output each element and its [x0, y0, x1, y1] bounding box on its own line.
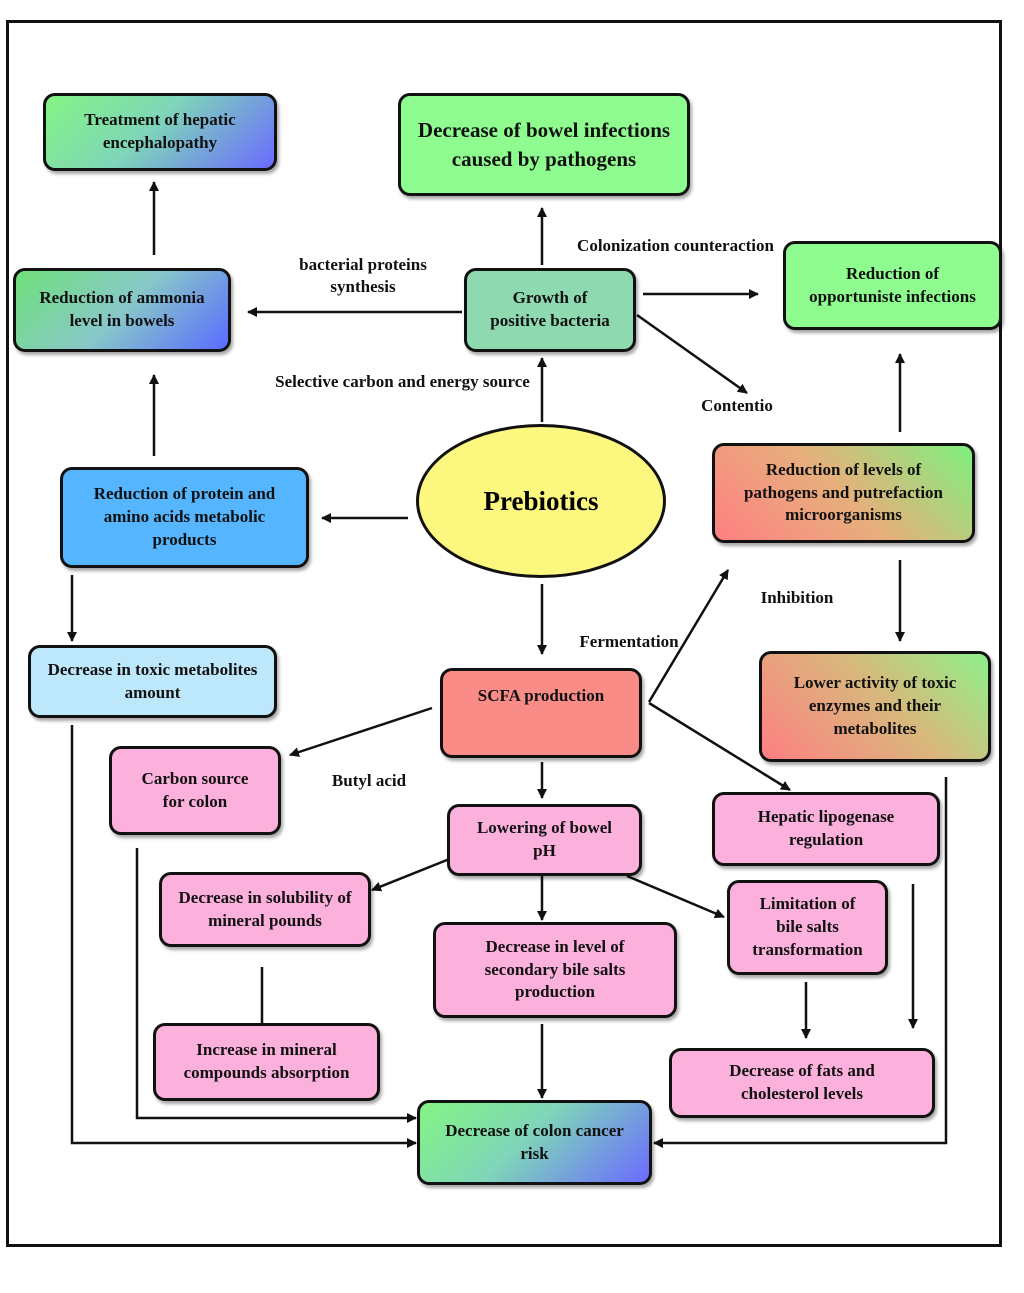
- diagram-frame: [6, 20, 1002, 1247]
- box-carbon-source-colon: Carbon source for colon: [109, 746, 281, 835]
- arrow-scfa-inhibition: [647, 569, 730, 703]
- label-inhibition: Inhibition: [760, 588, 834, 607]
- label-fermentation: Fermentation: [579, 632, 679, 651]
- box-growth-positive-bacteria: Growth of positive bacteria: [464, 268, 636, 352]
- arrow-carbon-to-cancer: [135, 848, 417, 1123]
- node-prebiotics: Prebiotics: [416, 424, 666, 578]
- label-selective-carbon-energy: Selective carbon and energy source: [275, 372, 530, 391]
- box-lowering-bowel-ph: Lowering of bowel pH: [447, 804, 642, 876]
- arrow-ph-to-mineral-solubility: [371, 856, 453, 892]
- box-decrease-bowel-infections: Decrease of bowel infections caused by p…: [398, 93, 690, 196]
- box-reduction-pathogens-levels: Reduction of levels of pathogens and put…: [712, 443, 975, 543]
- label-butyl-acid: Butyl acid: [331, 771, 407, 790]
- box-limitation-bile-transformation: Limitation of bile salts transformation: [727, 880, 888, 975]
- box-reduction-opportunist-infections: Reduction of opportuniste infections: [783, 241, 1002, 330]
- label-contention: Contentio: [701, 396, 773, 415]
- box-decrease-colon-cancer: Decrease of colon cancer risk: [417, 1100, 652, 1185]
- box-decrease-fats-cholesterol: Decrease of fats and cholesterol levels: [669, 1048, 935, 1118]
- box-increase-mineral-absorption: Increase in mineral compounds absorption: [153, 1023, 380, 1101]
- arrow-ph-to-bile-transformation: [626, 874, 725, 919]
- arrow-scfa-to-carbon: [289, 706, 433, 757]
- box-reduction-ammonia: Reduction of ammonia level in bowels: [13, 268, 231, 352]
- box-hepatic-lipogenase: Hepatic lipogenase regulation: [712, 792, 940, 866]
- box-decrease-toxic-metabolites: Decrease in toxic metabolites amount: [28, 645, 277, 718]
- box-decrease-secondary-bile: Decrease in level of secondary bile salt…: [433, 922, 677, 1018]
- box-scfa-production: SCFA production: [440, 668, 642, 758]
- arrow-bacteria-contention: [636, 313, 748, 395]
- label-bacterial-proteins-synthesis: bacterial proteins synthesis: [299, 255, 427, 297]
- box-treatment-hepatic-encephalopathy: Treatment of hepatic encephalopathy: [43, 93, 277, 171]
- box-reduction-protein-products: Reduction of protein and amino acids met…: [60, 467, 309, 568]
- box-lower-toxic-enzymes: Lower activity of toxic enzymes and thei…: [759, 651, 991, 762]
- arrow-toxic-metabolites-to-cancer: [70, 725, 417, 1148]
- arrow-enzymes-to-cancer: [653, 777, 948, 1148]
- arrow-scfa-to-lipogenase: [648, 701, 791, 792]
- label-colonization-counteraction: Colonization counteraction: [577, 236, 774, 255]
- box-decrease-mineral-solubility: Decrease in solubility of mineral pounds: [159, 872, 371, 947]
